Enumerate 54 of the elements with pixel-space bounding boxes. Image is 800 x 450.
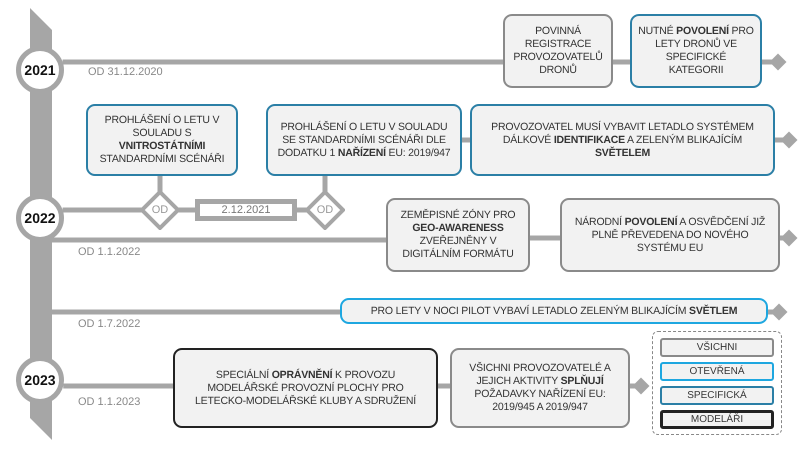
connector-line — [462, 138, 470, 142]
date-label: 2.12.2021 — [222, 204, 270, 216]
event-text: SPECIÁLNÍ OPRÁVNĚNÍ K PROVOZU MODELÁŘSKÉ PROVOZNÍ PLOCHY PRO LETECKO-MODELÁŘSKÉ KLUBY A SDRUŽENÍ — [194, 368, 417, 408]
event-text: NÁRODNÍ POVOLENÍ A OSVĚDČENÍ JIŽ PLNĚ PŘEVEDENA DO NOVÉHO SYSTÉMU EU — [574, 216, 766, 254]
diamond-label: OD — [316, 204, 334, 216]
connector-line — [63, 384, 173, 388]
connector-line — [52, 310, 340, 314]
event-text: VŠICHNI PROVOZOVATELÉ A JEJICH AKTIVITY SPLŇUJÍ POŽADAVKY NAŘÍZENÍ EU: 2019/945 A 2019/947 — [468, 362, 612, 414]
event-box — [340, 298, 768, 324]
legend-key: OTEVŘENÁ — [660, 362, 774, 381]
year-label: 2021 — [24, 62, 56, 78]
connector-line — [178, 208, 195, 212]
event-box — [86, 104, 238, 176]
event-text: POVINNÁ REGISTRACE PROVOZOVATELŮ DRONŮ — [512, 25, 604, 77]
date-note: OD 1.7.2022 — [78, 318, 140, 330]
connector-line — [775, 132, 798, 148]
connector-line — [158, 176, 162, 192]
diamond-label: OD — [152, 204, 168, 216]
event-box — [173, 348, 438, 428]
connector-line — [322, 176, 328, 192]
event-text: PROHLÁŠENÍ O LETU V SOULADU SE STANDARDNÍMI SCÉNÁŘI DLE DODATKU 1 NAŘÍZENÍ EU: 2019/947 — [276, 120, 452, 160]
event-box — [503, 14, 613, 88]
event-text: ZEMĚPISNÉ ZÓNY PRO GEO-AWARENESS ZVEŘEJNĚNY V DIGITÁLNÍM FORMÁTU — [400, 209, 516, 261]
connector-line — [297, 208, 307, 212]
connector-line — [630, 378, 650, 394]
year-label: 2023 — [24, 372, 56, 388]
connector-line — [762, 54, 786, 70]
event-text: PRO LETY V NOCI PILOT VYBAVÍ LETADLO ZELENÝM BLIKAJÍCÍM SVĚTLEM — [370, 304, 738, 318]
connector-line — [530, 236, 560, 240]
connector-line — [780, 230, 798, 246]
date-note: OD 1.1.2023 — [78, 396, 140, 408]
date-box — [195, 199, 297, 221]
legend-key: MODELÁŘI — [660, 410, 774, 429]
date-diamond — [140, 190, 180, 230]
event-box — [470, 104, 775, 176]
event-box — [450, 348, 630, 428]
connector-line — [768, 304, 788, 320]
legend-key: VŠICHNI — [660, 338, 774, 357]
event-text: NUTNÉ POVOLENÍ PRO LETY DRONŮ VE SPECIFICKÉ KATEGORII — [638, 25, 754, 77]
event-box — [560, 198, 780, 272]
date-note: OD 1.1.2022 — [78, 246, 140, 258]
connector-line — [613, 60, 630, 64]
event-box — [266, 104, 462, 176]
date-note: OD 31.12.2020 — [88, 66, 163, 78]
legend-key: SPECIFICKÁ — [660, 386, 774, 405]
year-label: 2022 — [24, 210, 56, 226]
event-box — [386, 198, 530, 272]
connector-line — [62, 208, 142, 212]
connector-line — [62, 60, 503, 64]
connector-line — [438, 384, 450, 388]
event-text: PROHLÁŠENÍ O LETU V SOULADU S VNITROSTÁTNÍMI STANDARDNÍMI SCÉNÁŘI — [98, 114, 226, 166]
event-box — [630, 14, 762, 88]
event-text: PROVOZOVATEL MUSÍ VYBAVIT LETADLO SYSTÉMEM DÁLKOVÉ IDENTIFIKACE A ZELENÝM BLIKAJÍCÍM SVĚTELEM — [490, 120, 755, 160]
date-diamond — [305, 190, 345, 230]
